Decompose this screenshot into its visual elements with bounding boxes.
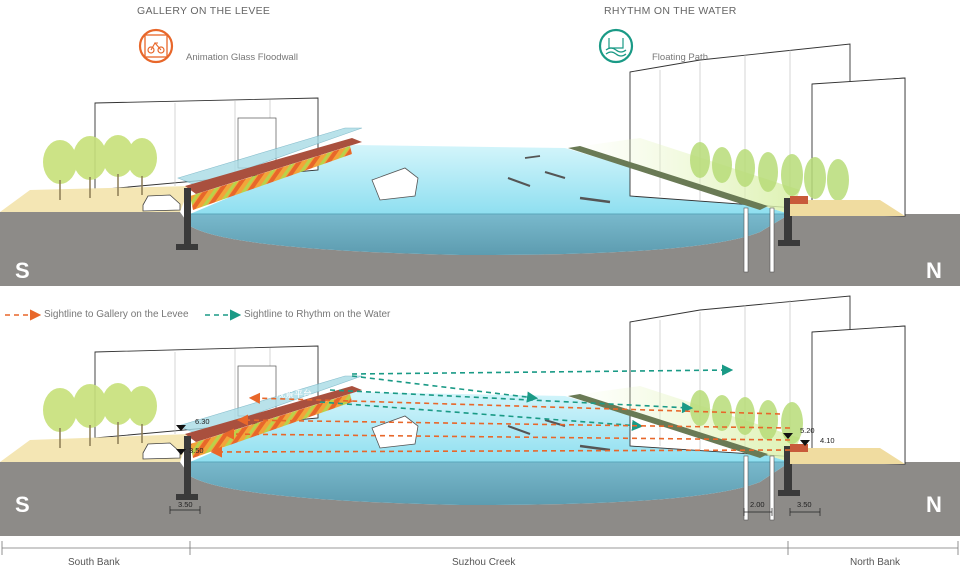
south-bank-label: South Bank xyxy=(68,557,120,568)
floating-path-icon xyxy=(598,28,634,64)
float-width-dim: 2.00 xyxy=(750,500,765,509)
teal-legend-label: Sightline to Rhythm on the Water xyxy=(244,309,391,320)
bottom-section xyxy=(0,295,960,536)
scale-bar xyxy=(1,541,959,555)
north-width-dim: 3.50 xyxy=(797,500,812,509)
floating-path-caption: Floating Path xyxy=(652,52,708,63)
north-bank-label: North Bank xyxy=(850,557,901,568)
south-marker-bottom: S xyxy=(15,492,30,517)
north-water-level: 4.10 xyxy=(820,436,835,445)
north-marker-top: N xyxy=(926,258,942,283)
viewing-platform-label: 观景平台 xyxy=(276,389,313,399)
top-section xyxy=(0,28,960,286)
south-water-level: 3.50 xyxy=(189,446,204,455)
suzhou-creek-label: Suzhou Creek xyxy=(452,557,516,568)
orange-legend-label: Sightline to Gallery on the Levee xyxy=(44,309,189,320)
gallery-heading: GALLERY ON THE LEVEE xyxy=(137,5,271,17)
south-marker-top: S xyxy=(15,258,30,283)
floodwall-caption: Animation Glass Floodwall xyxy=(186,52,298,63)
north-marker-bottom: N xyxy=(926,492,942,517)
north-top-level: 5.20 xyxy=(800,426,815,435)
orange-sightlines xyxy=(210,392,791,458)
teal-sightlines xyxy=(319,364,734,431)
bicycle-icon xyxy=(144,34,168,58)
south-width-dim: 3.50 xyxy=(178,500,193,509)
south-top-level: 6.30 xyxy=(195,417,210,426)
rhythm-heading: RHYTHM ON THE WATER xyxy=(604,5,737,17)
